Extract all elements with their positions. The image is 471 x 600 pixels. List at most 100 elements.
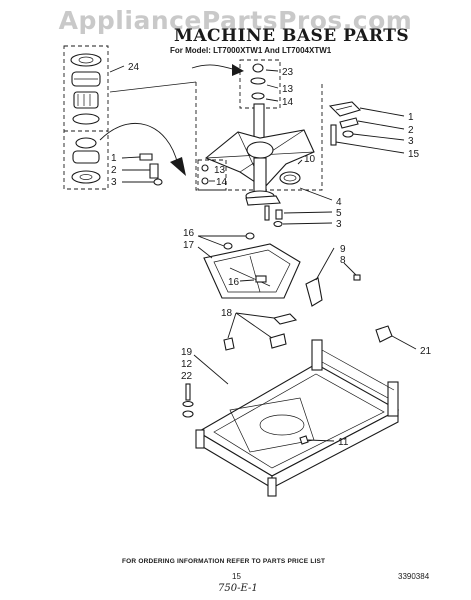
leader-10 [297,159,303,165]
callout-10: 10 [304,154,316,165]
front-leg-right [267,477,277,497]
pulley-bracket-4 [245,195,281,206]
screw-8 [353,274,361,281]
leader-19 [193,354,229,385]
leader-15 [335,141,405,154]
nut-14b [201,177,209,185]
top-arrow [191,64,237,71]
leader-5 [283,211,333,214]
callout-2b: 2 [111,165,117,176]
leader-16b [239,279,255,282]
side-rail [321,349,395,391]
washer-3r [342,130,354,138]
pad-18b [269,333,287,349]
callout-19: 19 [181,347,193,358]
leader-24-b [109,81,197,93]
agitator-shaft [253,103,265,141]
leader-3a [352,133,405,141]
leader-8 [343,262,357,276]
lower-kit-outline [197,159,227,191]
leader-18c [227,312,237,339]
watermark: AppliancePartsPros.com [58,6,413,35]
drive-tube [253,157,267,193]
callout-16a: 16 [183,228,195,239]
leader-16a-1 [197,235,225,247]
clip-11 [299,435,309,445]
spring-15 [330,124,337,146]
leg-foot-19 [182,410,194,418]
kit-arrow [99,123,179,166]
diagram-title: MACHINE BASE PARTS [174,26,410,46]
callout-15: 15 [408,149,420,160]
machine-base-frame [195,339,400,497]
leader-18a [235,312,275,319]
callout-17: 17 [183,240,195,251]
seal-ring-inner [78,56,94,64]
leader-24 [109,65,125,73]
leader-2a [357,120,405,130]
leader-1b [121,156,141,159]
isolator-16 [255,275,267,283]
bracket-21 [375,325,393,343]
spacer [75,137,97,149]
leader-13a [266,84,279,89]
mount-plate-17 [203,243,301,299]
washer-lower [71,170,101,184]
base-frame-inner [213,373,385,469]
base-center-hub [259,414,305,436]
callout-3a: 3 [408,136,414,147]
plate-rib-2 [249,255,261,293]
callout-22: 22 [181,371,193,382]
callout-18: 18 [221,308,233,319]
nut-14 [251,92,265,100]
clip-9 [305,277,323,307]
mount-plate-inner [213,249,291,293]
washer-lower-inner [79,174,93,180]
leader-18b [235,312,273,339]
grommet-16b [245,232,255,240]
leader-17 [197,246,213,259]
handwritten-note: 750-E-1 [218,583,258,594]
seal-ring [70,53,102,67]
rear-leg-right [387,381,399,417]
pad-18c [223,337,235,351]
callout-12: 12 [181,359,193,370]
callout-11: 11 [338,437,349,448]
callout-16b: 16 [228,277,240,288]
belt-10-inner [283,174,297,182]
bearing-race [73,91,99,109]
pad-18a [272,313,298,325]
callout-3b: 3 [111,177,117,188]
washer-3c [273,220,283,228]
bracket-1-line [335,105,353,111]
callout-24: 24 [128,62,140,73]
callout-13b: 13 [214,165,226,176]
bracket-1 [328,101,362,117]
callout-13a: 13 [282,84,294,95]
bolt-1 [139,153,153,161]
clip-2 [149,163,159,179]
model-subtitle: For Model: LT7000XTW1 And LT7004XTW1 [170,46,332,55]
kit-arrow-head [170,157,186,176]
bearing-kit-group [63,45,109,190]
leader-1a [359,107,405,117]
front-leg-left [195,429,205,449]
callout-8: 8 [340,255,346,266]
rear-leg-left [311,339,323,371]
leader-3c [282,222,333,225]
callout-2a: 2 [408,125,414,136]
leader-4 [299,187,333,201]
motor-mount-plate [203,232,301,299]
leader-14a [265,98,279,102]
callout-23: 23 [282,67,294,78]
callout-3c: 3 [336,219,342,230]
washer-upper [72,113,100,125]
side-rail-2 [321,361,389,399]
callout-1a: 1 [408,112,414,123]
callout-1b: 1 [111,153,117,164]
leader-11 [307,439,335,442]
leader-9 [315,247,335,281]
callout-14b: 14 [216,177,228,188]
callout-4: 4 [336,197,342,208]
